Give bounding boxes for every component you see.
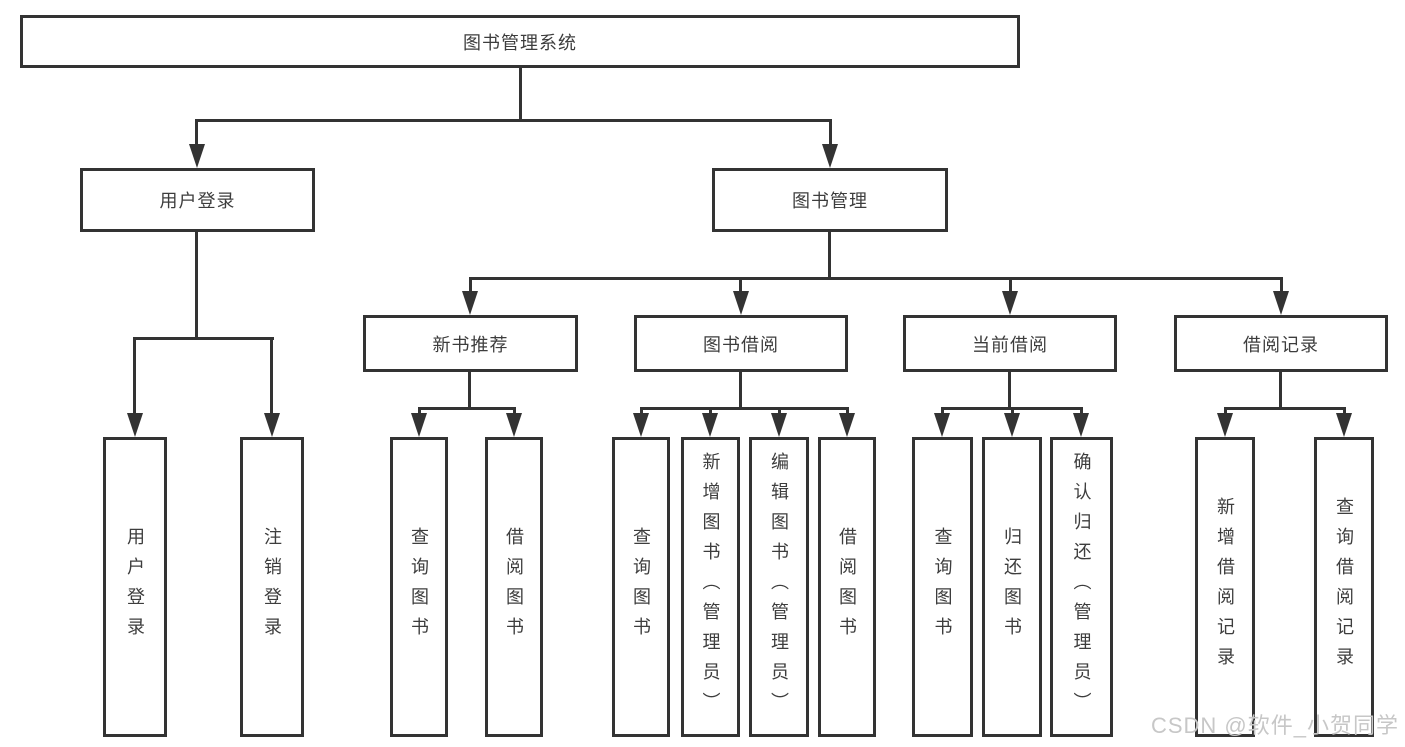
- connector-line: [195, 232, 198, 340]
- connector-line: [1009, 277, 1012, 294]
- connector-line: [640, 407, 848, 410]
- node-borrow-records-label: 借阅记录: [1243, 334, 1319, 355]
- connector-line: [133, 337, 136, 417]
- connector-line: [519, 68, 522, 122]
- leaf-search-borrow-record: 查询借阅记录: [1314, 437, 1374, 737]
- connector-line: [513, 407, 516, 417]
- leaf-search-books-2: 查询图书: [612, 437, 670, 737]
- leaf-search-borrow-record-label: 查询借阅记录: [1334, 497, 1354, 677]
- connector-line: [196, 119, 832, 122]
- leaf-add-borrow-record-label: 新增借阅记录: [1215, 497, 1235, 677]
- leaf-confirm-return-admin-label: 确认归还（管理员）: [1071, 452, 1092, 722]
- connector-line: [134, 337, 274, 340]
- leaf-edit-book-admin: 编辑图书（管理员）: [749, 437, 809, 737]
- node-user-login: 用户登录: [80, 168, 315, 232]
- arrow-down-icon: [839, 413, 855, 437]
- leaf-search-books-2-label: 查询图书: [631, 527, 651, 647]
- arrow-down-icon: [462, 291, 478, 315]
- connector-line: [828, 232, 831, 280]
- leaf-edit-book-admin-label: 编辑图书（管理员）: [769, 452, 789, 722]
- arrow-down-icon: [1336, 413, 1352, 437]
- leaf-borrow-books-2: 借阅图书: [818, 437, 876, 737]
- connector-line: [846, 407, 849, 417]
- arrow-down-icon: [1004, 413, 1020, 437]
- leaf-borrow-books-2-label: 借阅图书: [837, 527, 857, 647]
- leaf-logout-label: 注销登录: [262, 527, 282, 647]
- node-borrow-records: 借阅记录: [1174, 315, 1388, 372]
- node-new-book-recommend-label: 新书推荐: [432, 334, 509, 355]
- connector-line: [941, 407, 944, 417]
- connector-line: [469, 277, 472, 294]
- connector-line: [1224, 407, 1227, 417]
- connector-line: [709, 407, 712, 417]
- connector-line: [1008, 372, 1011, 410]
- connector-line: [1343, 407, 1346, 417]
- arrow-down-icon: [1002, 291, 1018, 315]
- node-book-borrowing-label: 图书借阅: [703, 334, 779, 355]
- arrow-down-icon: [702, 413, 718, 437]
- leaf-search-books-1-label: 查询图书: [409, 527, 429, 647]
- leaf-add-borrow-record: 新增借阅记录: [1195, 437, 1255, 737]
- connector-line: [739, 277, 742, 294]
- leaf-search-books-3-label: 查询图书: [932, 527, 953, 647]
- arrow-down-icon: [1273, 291, 1289, 315]
- leaf-search-books-3: 查询图书: [912, 437, 973, 737]
- connector-line: [468, 372, 471, 410]
- arrow-down-icon: [771, 413, 787, 437]
- node-new-book-recommend: 新书推荐: [363, 315, 578, 372]
- connector-line: [1224, 407, 1345, 410]
- connector-line: [1011, 407, 1014, 417]
- leaf-borrow-books-1-label: 借阅图书: [504, 527, 524, 647]
- leaf-add-book-admin: 新增图书（管理员）: [681, 437, 740, 737]
- connector-line: [270, 337, 273, 417]
- connector-line: [739, 372, 742, 410]
- leaf-add-book-admin-label: 新增图书（管理员）: [700, 452, 721, 722]
- arrow-down-icon: [1217, 413, 1233, 437]
- leaf-search-books-1: 查询图书: [390, 437, 448, 737]
- arrow-down-icon: [506, 413, 522, 437]
- node-book-borrowing: 图书借阅: [634, 315, 848, 372]
- leaf-user-login-label: 用户登录: [125, 527, 145, 647]
- arrow-down-icon: [127, 413, 143, 437]
- arrow-down-icon: [1073, 413, 1089, 437]
- node-book-management: 图书管理: [712, 168, 948, 232]
- node-current-borrowing: 当前借阅: [903, 315, 1117, 372]
- leaf-return-book-label: 归还图书: [1002, 527, 1022, 647]
- connector-line: [1280, 277, 1283, 294]
- arrow-down-icon: [633, 413, 649, 437]
- node-current-borrowing-label: 当前借阅: [972, 334, 1048, 355]
- connector-line: [418, 407, 421, 417]
- connector-line: [195, 119, 198, 146]
- node-root: 图书管理系统: [20, 15, 1020, 68]
- leaf-confirm-return-admin: 确认归还（管理员）: [1050, 437, 1113, 737]
- connector-line: [640, 407, 643, 417]
- connector-line: [778, 407, 781, 417]
- arrow-down-icon: [934, 413, 950, 437]
- arrow-down-icon: [822, 144, 838, 168]
- node-root-label: 图书管理系统: [463, 32, 577, 53]
- node-user-login-label: 用户登录: [159, 191, 236, 211]
- leaf-user-login: 用户登录: [103, 437, 167, 737]
- connector-line: [1080, 407, 1083, 417]
- connector-line: [829, 119, 832, 146]
- arrow-down-icon: [189, 144, 205, 168]
- node-book-management-label: 图书管理: [792, 191, 868, 211]
- arrow-down-icon: [411, 413, 427, 437]
- connector-line: [1279, 372, 1282, 410]
- connector-line: [469, 277, 1283, 280]
- arrow-down-icon: [733, 291, 749, 315]
- leaf-borrow-books-1: 借阅图书: [485, 437, 543, 737]
- leaf-logout: 注销登录: [240, 437, 304, 737]
- leaf-return-book: 归还图书: [982, 437, 1042, 737]
- connector-line: [418, 407, 516, 410]
- csdn-watermark: CSDN @软件_小贺同学: [1150, 713, 1399, 738]
- arrow-down-icon: [264, 413, 280, 437]
